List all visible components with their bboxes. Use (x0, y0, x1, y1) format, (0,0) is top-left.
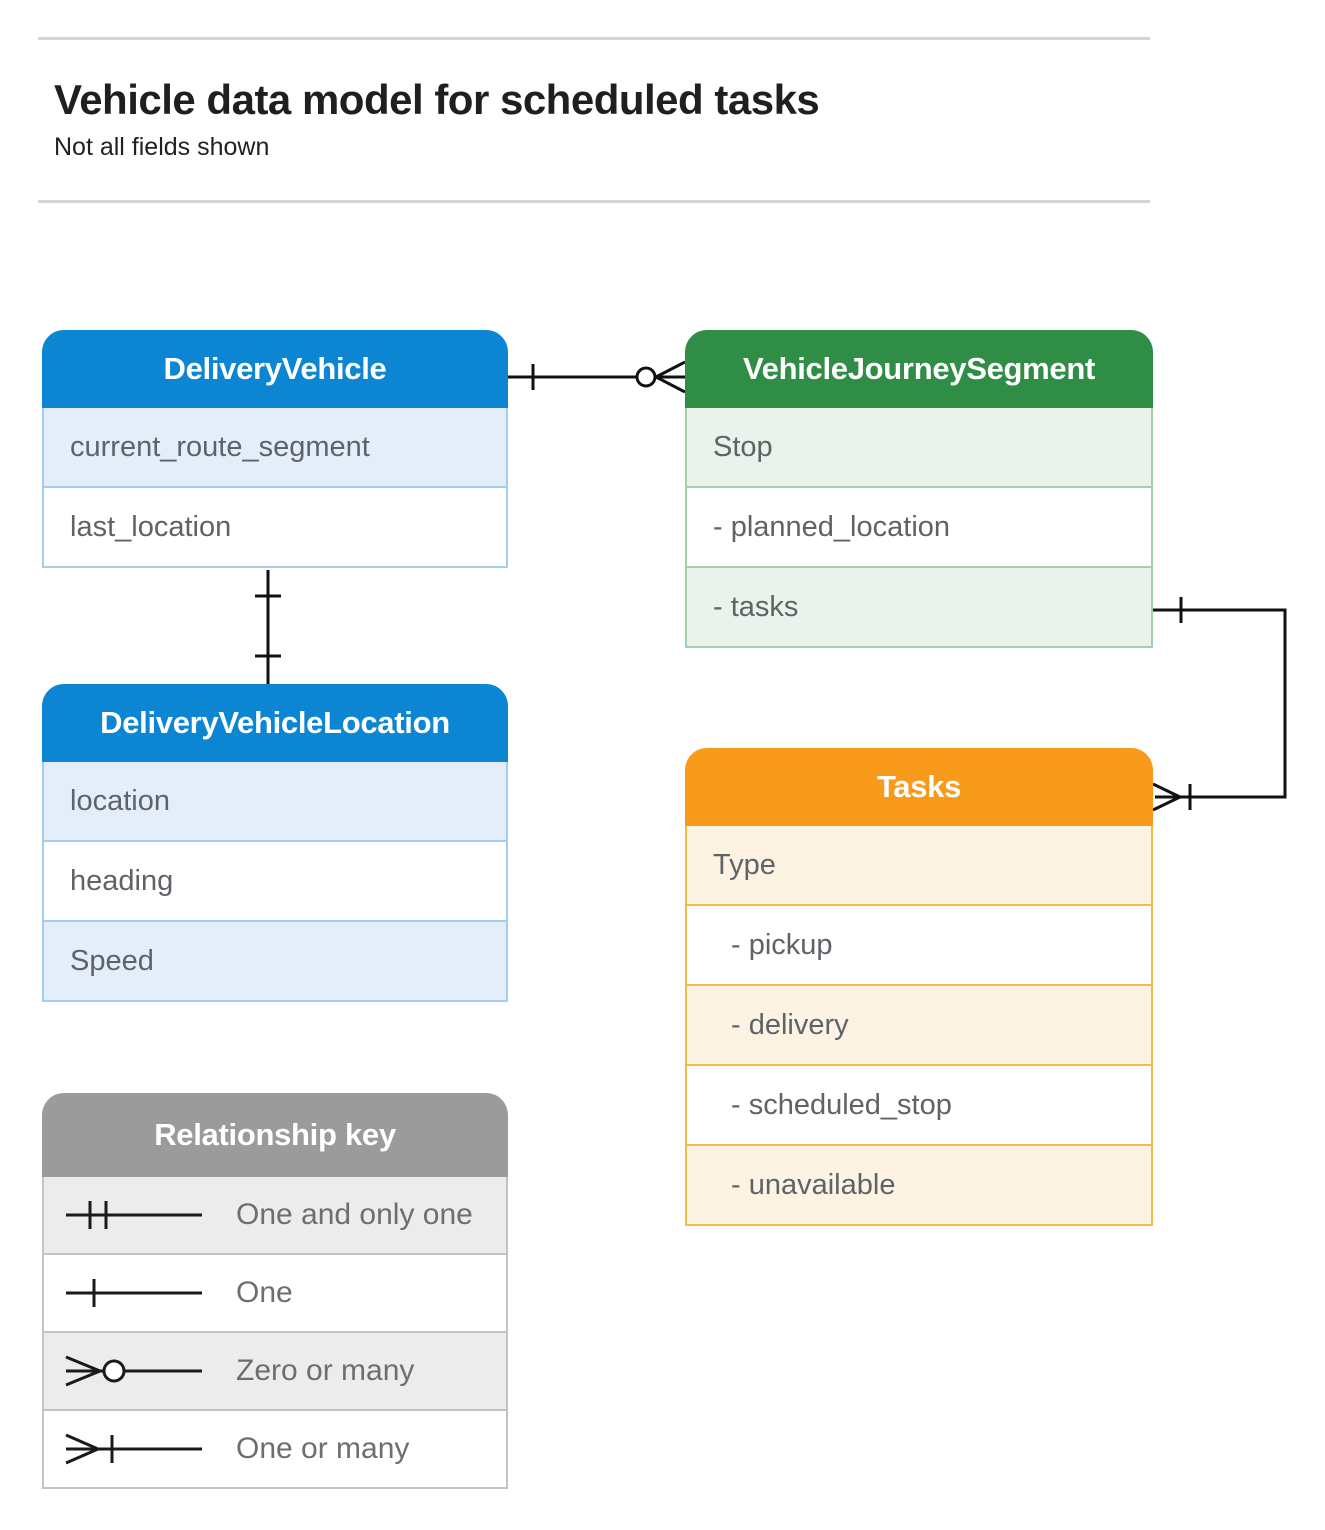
field-row: last_location (44, 486, 506, 566)
legend-title: Relationship key (42, 1093, 508, 1177)
one-or-many-icon (65, 1433, 202, 1465)
field-row: Type (687, 826, 1151, 904)
field-row: Speed (44, 920, 506, 1000)
one-icon (66, 1279, 202, 1307)
entity-fields: location heading Speed (42, 762, 508, 1002)
field-row: current_route_segment (44, 408, 506, 486)
entity-title: Tasks (685, 748, 1153, 826)
connector-deliveryvehicle-vehiclejourneysegment (508, 360, 686, 394)
entity-title: DeliveryVehicleLocation (42, 684, 508, 762)
legend-label: One (236, 1276, 293, 1309)
page-title: Vehicle data model for scheduled tasks (54, 76, 820, 123)
legend-items: One and only one One Zero or many One or… (42, 1177, 508, 1489)
title-divider (38, 200, 1150, 203)
legend-row: One and only one (44, 1177, 506, 1253)
entity-title: DeliveryVehicle (42, 330, 508, 408)
zero-or-many-icon (65, 1355, 202, 1387)
top-divider (38, 37, 1150, 40)
legend-label: One or many (236, 1432, 410, 1465)
field-row: - unavailable (687, 1144, 1151, 1224)
entity-fields: Type - pickup - delivery - scheduled_sto… (685, 826, 1153, 1226)
legend-label: One and only one (236, 1198, 473, 1231)
field-row: - tasks (687, 566, 1151, 646)
entity-fields: current_route_segment last_location (42, 408, 508, 568)
entity-fields: Stop - planned_location - tasks (685, 408, 1153, 648)
entity-delivery-vehicle: DeliveryVehicle current_route_segment la… (42, 330, 508, 568)
field-row: - delivery (687, 984, 1151, 1064)
connector-vehiclejourneysegment-tasks (1152, 597, 1287, 812)
one-and-only-one-icon (66, 1201, 202, 1229)
connector-deliveryvehicle-deliveryvehiclelocation (255, 570, 281, 684)
field-row: - pickup (687, 904, 1151, 984)
legend-row: One (44, 1253, 506, 1331)
entity-vehicle-journey-segment: VehicleJourneySegment Stop - planned_loc… (685, 330, 1153, 648)
field-row: Stop (687, 408, 1151, 486)
field-row: heading (44, 840, 506, 920)
field-row: location (44, 762, 506, 840)
legend-label: Zero or many (236, 1354, 415, 1387)
field-row: - scheduled_stop (687, 1064, 1151, 1144)
relationship-key-legend: Relationship key One and only one One Ze… (42, 1093, 508, 1489)
legend-row: One or many (44, 1409, 506, 1487)
entity-delivery-vehicle-location: DeliveryVehicleLocation location heading… (42, 684, 508, 1002)
entity-tasks: Tasks Type - pickup - delivery - schedul… (685, 748, 1153, 1226)
entity-title: VehicleJourneySegment (685, 330, 1153, 408)
page-subtitle: Not all fields shown (54, 133, 270, 161)
legend-row: Zero or many (44, 1331, 506, 1409)
field-row: - planned_location (687, 486, 1151, 566)
